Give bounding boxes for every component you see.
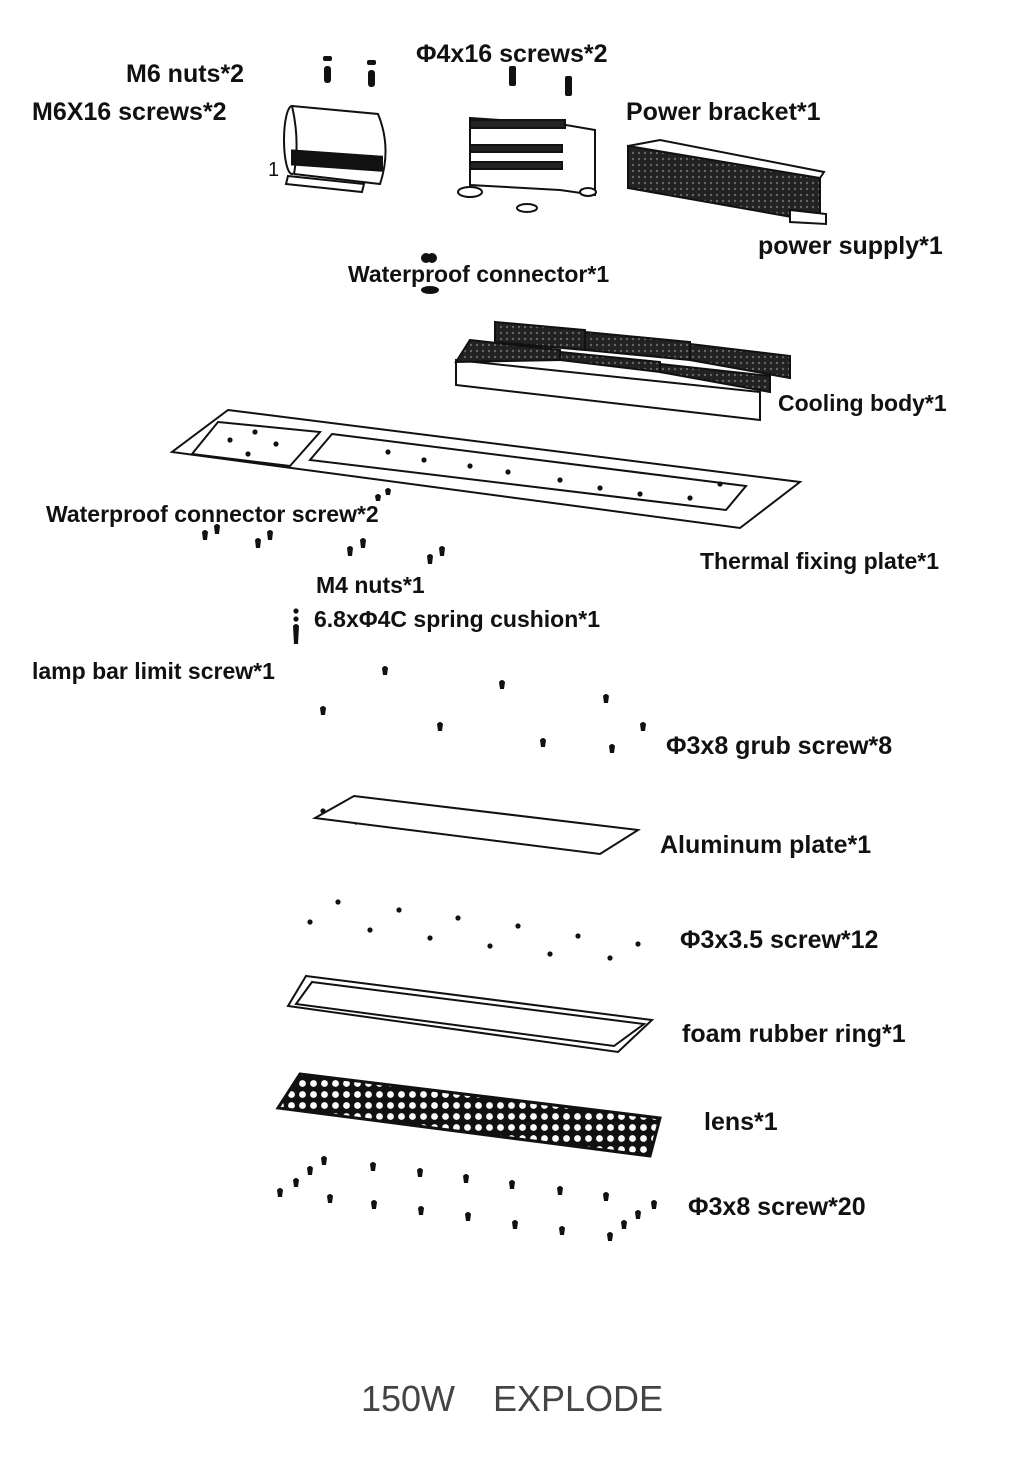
label-phi3x8-screw: Φ3x8 screw*20 [688, 1193, 866, 1221]
label-aluminum-plate: Aluminum plate*1 [660, 831, 872, 859]
aluminum-plate [311, 794, 641, 856]
thermal-plate-hole [273, 441, 279, 447]
m4-nut-screw-icon [360, 538, 366, 548]
bracket-index-mark: 1 [268, 159, 280, 181]
label-grub-screw: Φ3x8 grub screw*8 [666, 732, 893, 760]
waterproof-connector [421, 253, 439, 294]
thermal-plate-hole [597, 485, 603, 491]
phi3x8-screw-icon [327, 1194, 333, 1203]
grub-screw-icon [540, 738, 546, 747]
phi3x8-screw-icon [635, 1210, 641, 1219]
phi3x3-5-screw-icon [547, 951, 553, 957]
phi3x8-screw-icon [417, 1168, 423, 1177]
label-phi4x16-screws: Φ4x16 screws*2 [416, 40, 608, 68]
phi3x3-5-screw-icon [307, 919, 313, 925]
label-lamp-bar-limit-screw: lamp bar limit screw*1 [32, 658, 275, 684]
label-cooling-body: Cooling body*1 [778, 390, 947, 416]
phi3x8-screw-icon [418, 1206, 424, 1215]
phi3x3-5-screw-icon [575, 933, 581, 939]
phi3x8-screw-icon [370, 1162, 376, 1171]
grub-screw-icon [640, 722, 646, 731]
thermal-plate-hole [227, 437, 233, 443]
thermal-plate-hole [557, 477, 563, 483]
label-spring-cushion: 6.8xΦ4C spring cushion*1 [314, 606, 601, 632]
fasteners-group [202, 429, 723, 1241]
thermal-plate-hole [252, 429, 258, 435]
label-thermal-fixing-plate: Thermal fixing plate*1 [700, 548, 940, 574]
spring-cushion-icon [293, 608, 299, 614]
lamp-bar-limit-screw-icon [293, 624, 299, 644]
phi3x8-screw-icon [607, 1232, 613, 1241]
phi3x3-5-screw-icon [367, 927, 373, 933]
phi4x16-screw [509, 66, 572, 96]
phi3x8-screw-icon [559, 1226, 565, 1235]
phi3x8-screw-icon [463, 1174, 469, 1183]
thermal-plate-hole [687, 495, 693, 501]
grub-screw-icon [603, 694, 609, 703]
thermal-fixing-plate [169, 408, 803, 530]
phi3x3-5-screw-icon [487, 943, 493, 949]
phi3x3-5-screw-icon [635, 941, 641, 947]
label-m6x16-screws: M6X16 screws*2 [32, 98, 227, 126]
m4-nut-screw-icon [214, 524, 220, 534]
phi3x8-screw-icon [651, 1200, 657, 1209]
label-foam-rubber-ring: foam rubber ring*1 [682, 1020, 906, 1048]
grub-screw-icon [437, 722, 443, 731]
cooling-body [454, 320, 791, 422]
label-power-supply: power supply*1 [758, 232, 943, 260]
diagram-title: 150W EXPLODE [360, 1378, 664, 1419]
phi3x3-5-screw-icon [607, 955, 613, 961]
m4-nut-screw-icon [255, 538, 261, 548]
phi3x8-screw-icon [509, 1180, 515, 1189]
label-m6-nuts: M6 nuts*2 [126, 60, 245, 88]
phi3x8-screw-icon [293, 1178, 299, 1187]
phi3x3-5-screw-icon [455, 915, 461, 921]
phi3x8-screw-icon [307, 1166, 313, 1175]
thermal-plate-hole [637, 491, 643, 497]
phi3x3-5-screw-icon [396, 907, 402, 913]
power-bracket [457, 116, 597, 213]
m4-nut-screw-icon [427, 554, 433, 564]
phi3x3-5-screw-icon [515, 923, 521, 929]
phi3x8-screw-icon [512, 1220, 518, 1229]
thermal-plate-hole [421, 457, 427, 463]
label-lens: lens*1 [704, 1108, 778, 1136]
phi3x8-screw-icon [603, 1192, 609, 1201]
thermal-plate-hole [245, 451, 251, 457]
label-phi3x3-5-screw: Φ3x3.5 screw*12 [680, 926, 879, 954]
m4-nut-screw-icon [202, 530, 208, 540]
m4-nut-screw-icon [267, 530, 273, 540]
phi3x3-5-screw-icon [427, 935, 433, 941]
label-waterproof-connector-screw: Waterproof connector screw*2 [46, 501, 379, 527]
grub-screw-icon [499, 680, 505, 689]
m6-nut [323, 56, 376, 87]
waterproof-connector-screw-icon [385, 488, 391, 495]
phi3x8-screw-icon [557, 1186, 563, 1195]
phi3x8-screw-icon [321, 1156, 327, 1165]
phi3x8-screw-icon [465, 1212, 471, 1221]
phi3x8-screw-icon [371, 1200, 377, 1209]
phi3x8-screw-icon [277, 1188, 283, 1197]
m4-nut-screw-icon [347, 546, 353, 556]
mounting-bracket [283, 105, 387, 194]
grub-screw-icon [320, 706, 326, 715]
label-power-bracket: Power bracket*1 [626, 98, 821, 126]
phi3x3-5-screw-icon [335, 899, 341, 905]
thermal-plate-hole [385, 449, 391, 455]
power-supply [627, 138, 827, 226]
lens [275, 1072, 662, 1158]
m4-nut-screw-icon [439, 546, 445, 556]
foam-rubber-ring [286, 974, 655, 1054]
waterproof-connector-screw-icon [375, 494, 381, 501]
thermal-plate-hole [467, 463, 473, 469]
label-waterproof-connector: Waterproof connector*1 [348, 261, 610, 287]
thermal-plate-hole [505, 469, 511, 475]
spring-cushion-icon [293, 616, 299, 622]
label-m4-nuts: M4 nuts*1 [316, 572, 425, 598]
thermal-plate-hole [717, 481, 723, 487]
grub-screw-icon [382, 666, 388, 675]
phi3x8-screw-icon [621, 1220, 627, 1229]
grub-screw-icon [609, 744, 615, 753]
